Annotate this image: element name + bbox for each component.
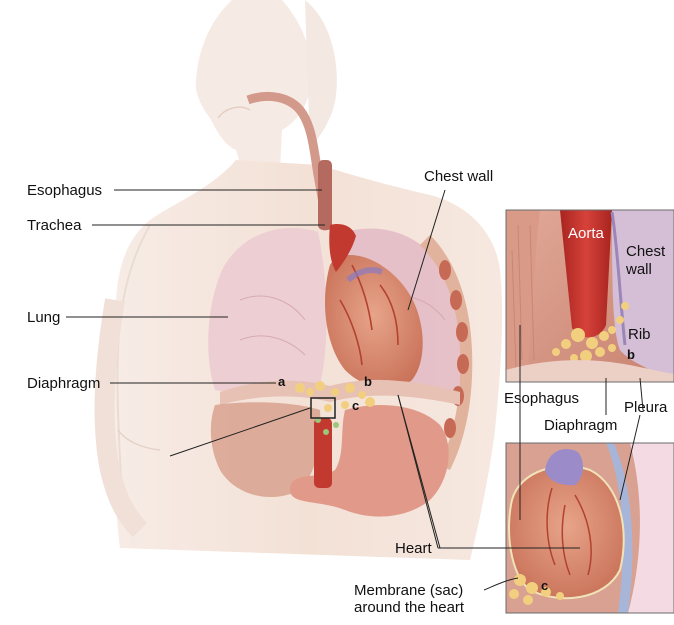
label-heart: Heart [395,540,432,557]
trachea-tube [318,160,332,230]
inset-label-diaphragm: Diaphragm [544,417,617,434]
inset-label-aorta: Aorta [568,225,604,242]
descending-aorta [314,418,332,488]
label-lung: Lung [27,309,60,326]
inset-bottom [506,443,674,613]
label-chest-wall: Chest wall [424,168,493,185]
inset-label-rib: Rib [628,326,651,343]
inset-marker-b: b [627,347,635,362]
inset-label-esophagus: Esophagus [504,390,579,407]
label-membrane-line1: Membrane (sac) [354,582,463,599]
label-esophagus: Esophagus [27,182,102,199]
label-diaphragm: Diaphragm [27,375,100,392]
inset-label-chest-line2: wall [626,261,652,278]
marker-b: b [364,374,372,389]
inset-label-pleura: Pleura [624,399,667,416]
marker-c: c [352,398,359,413]
label-membrane-line2: around the heart [354,599,464,616]
label-trachea: Trachea [27,217,81,234]
inset-label-chest-line1: Chest [626,243,665,260]
marker-a: a [278,374,285,389]
inset-marker-c: c [541,578,548,593]
